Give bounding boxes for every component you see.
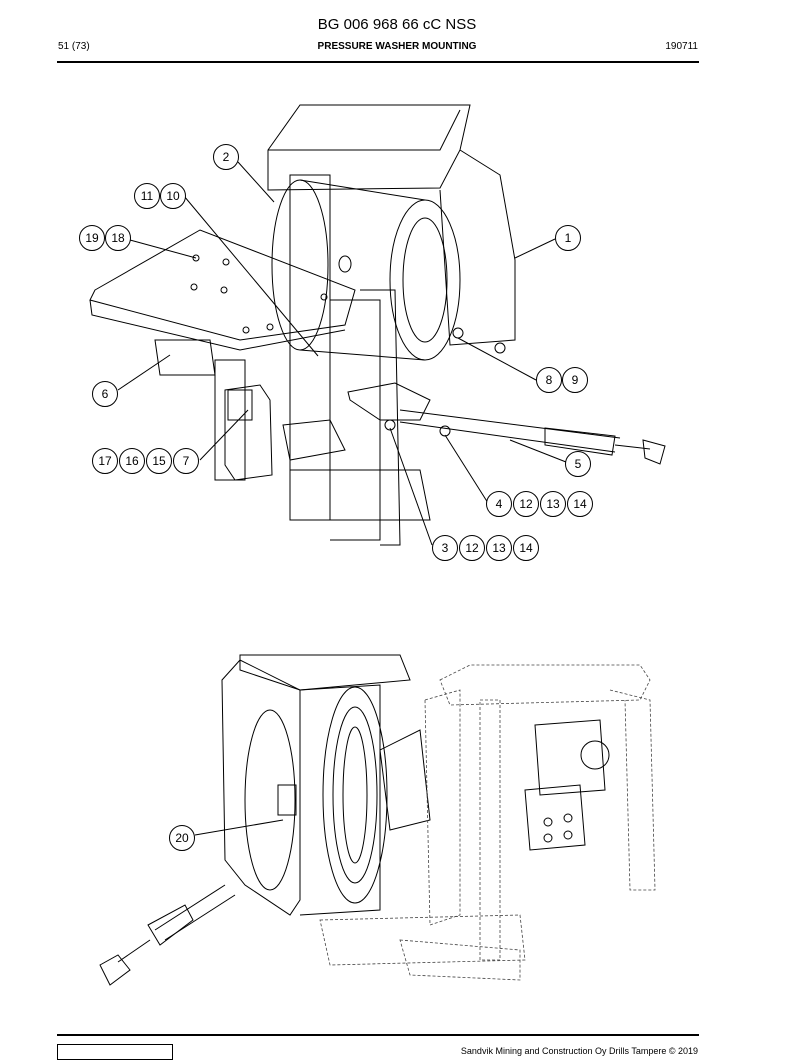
svg-text:14: 14 — [519, 541, 533, 555]
svg-text:14: 14 — [573, 497, 587, 511]
svg-text:11: 11 — [141, 189, 154, 203]
svg-text:15: 15 — [152, 454, 166, 468]
callout-7: 7 — [173, 448, 199, 474]
page-number: 51 (73) — [58, 41, 90, 52]
header-rule — [57, 61, 699, 63]
callout-8: 8 — [536, 367, 562, 393]
callout-9: 9 — [562, 367, 588, 393]
section-title: PRESSURE WASHER MOUNTING — [317, 41, 477, 52]
svg-text:19: 19 — [85, 231, 99, 245]
callout-12-b: 12 — [459, 535, 485, 561]
svg-text:8: 8 — [546, 373, 553, 387]
callout-2: 2 — [213, 144, 239, 170]
lower-assembly-illustration — [99, 654, 656, 986]
callout-13-b: 13 — [486, 535, 512, 561]
callout-5: 5 — [565, 451, 591, 477]
svg-text:3: 3 — [442, 541, 449, 555]
company-logo — [57, 1044, 173, 1060]
footer-copyright: Sandvik Mining and Construction Oy Drill… — [460, 1046, 698, 1056]
callout-3: 3 — [432, 535, 458, 561]
document-date: 190711 — [665, 41, 698, 52]
svg-text:13: 13 — [492, 541, 506, 555]
callout-19: 19 — [79, 225, 105, 251]
callout-14-b: 14 — [513, 535, 539, 561]
callout-10: 10 — [160, 183, 186, 209]
callout-11: 11 — [134, 183, 160, 209]
leader-lines — [117, 161, 567, 836]
upper-assembly-illustration — [89, 104, 666, 546]
svg-text:17: 17 — [98, 454, 112, 468]
callout-12-a: 12 — [513, 491, 539, 517]
svg-text:10: 10 — [166, 189, 180, 203]
callout-14-a: 14 — [567, 491, 593, 517]
callout-6: 6 — [92, 381, 118, 407]
svg-text:9: 9 — [572, 373, 579, 387]
callout-13-a: 13 — [540, 491, 566, 517]
svg-text:2: 2 — [223, 150, 230, 164]
callout-balloons: 2 11 10 19 18 1 8 9 6 17 16 15 7 5 4 12 … — [79, 144, 593, 851]
svg-text:1: 1 — [565, 231, 572, 245]
svg-text:20: 20 — [175, 831, 189, 845]
svg-text:6: 6 — [102, 387, 109, 401]
callout-4: 4 — [486, 491, 512, 517]
callout-15: 15 — [146, 448, 172, 474]
svg-text:16: 16 — [125, 454, 139, 468]
svg-text:5: 5 — [575, 457, 582, 471]
svg-text:18: 18 — [111, 231, 125, 245]
svg-text:4: 4 — [496, 497, 503, 511]
callout-17: 17 — [92, 448, 118, 474]
svg-text:12: 12 — [465, 541, 479, 555]
document-title: BG 006 968 66 cC NSS — [317, 16, 477, 33]
svg-text:12: 12 — [519, 497, 533, 511]
footer-rule — [57, 1034, 699, 1036]
svg-text:7: 7 — [183, 454, 190, 468]
svg-text:13: 13 — [546, 497, 560, 511]
callout-20: 20 — [169, 825, 195, 851]
callout-18: 18 — [105, 225, 131, 251]
callout-16: 16 — [119, 448, 145, 474]
callout-1: 1 — [555, 225, 581, 251]
